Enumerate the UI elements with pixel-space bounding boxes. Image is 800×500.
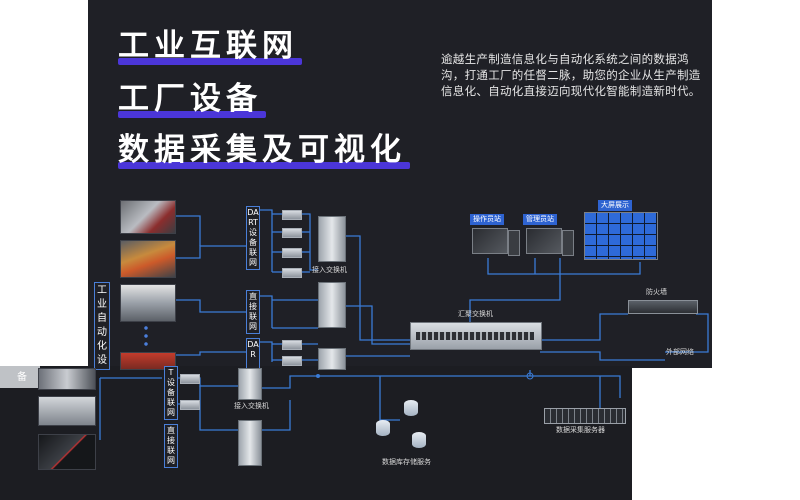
access-switch-bottom-label: 接入交换机 [234,402,269,410]
access-switch-partial-icon [318,348,346,370]
device-photo-4 [120,352,176,370]
operator-station-label: 操作员站 [470,214,504,225]
title-line-2: 工厂设备 [118,73,266,118]
big-screen-icon [584,212,658,260]
intro-text: 逾越生产制造信息化与自动化系统之间的数据鸿沟，打通工厂的任督二脉，助您的企业从生… [441,52,701,98]
external-network-label: 外部网络 [666,348,694,356]
access-switch-top-label: 接入交换机 [312,266,347,274]
aggregation-switch-ports [416,332,534,340]
collection-server-label: 数据采集服务器 [556,426,605,434]
collection-server-icon [544,408,626,424]
device-photo-3 [120,284,176,322]
database-icon-3 [412,432,426,448]
title-line-3: 数据采集及可视化 [118,124,410,169]
firewall-icon [628,300,698,314]
dart-network-label-3: T设备联网 [164,366,178,420]
database-icon-1 [404,400,418,416]
gray-strip [0,366,40,388]
ellipsis-dots [144,324,148,348]
device-photo-6 [38,396,96,426]
aggregation-switch-label: 汇聚交换机 [458,310,493,318]
partial-label: 备 [17,372,27,383]
manager-station-icon [526,228,562,254]
operator-station-icon [472,228,508,254]
diagram-panel-bottom [0,366,632,500]
access-switch-bottom-icon [238,368,262,400]
device-photo-5 [38,368,96,390]
device-photo-2 [120,240,176,278]
access-switch-top-icon [318,216,346,262]
big-screen-label: 大屏展示 [598,200,632,211]
database-icon-2 [376,420,390,436]
automation-devices-label: 工业自动化设 [94,282,110,370]
database-service-label: 数据库存储服务 [382,458,431,466]
operator-station-tower [508,230,520,256]
manager-station-tower [562,230,574,256]
direct-network-label-1: 直接联网 [246,290,260,334]
dart-network-label-1: DART设备联网 [246,206,260,270]
dart-network-label-2: DAR [246,338,260,370]
device-photo-1 [120,200,176,234]
device-photo-7 [38,434,96,470]
access-switch-mid-icon [318,282,346,328]
title-line-1: 工业互联网 [118,20,302,65]
firewall-label: 防火墙 [646,288,667,296]
access-switch-bottom2-icon [238,420,262,466]
direct-network-label-2: 直接联网 [164,424,178,468]
manager-station-label: 管理员站 [523,214,557,225]
